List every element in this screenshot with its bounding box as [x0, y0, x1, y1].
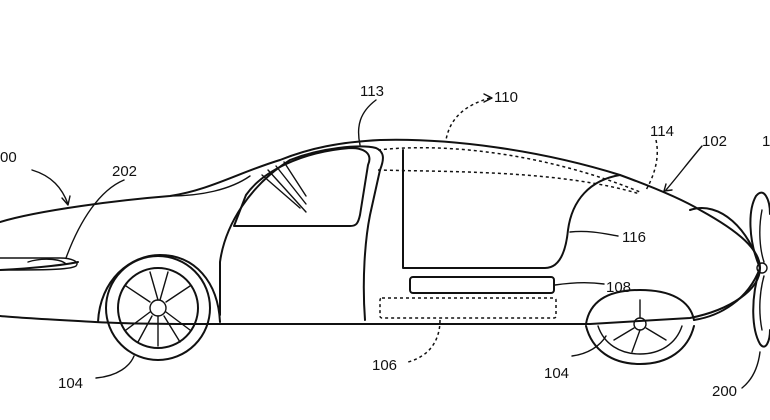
- label-body: 102: [702, 133, 727, 150]
- label-side-panel: 108: [606, 279, 631, 296]
- hood-line: [169, 175, 251, 197]
- rear-wheel: [585, 289, 695, 365]
- arrowhead-102: [663, 183, 673, 192]
- label-cut: 1: [762, 133, 770, 150]
- leader-202: [65, 179, 125, 259]
- headlight: [0, 257, 78, 271]
- front-window: [233, 147, 371, 227]
- label-door-frame: 113: [360, 83, 384, 100]
- window-hatch: [261, 161, 307, 213]
- vehicle-body-outline: [0, 138, 761, 325]
- canopy-dashed-lower: [377, 169, 641, 195]
- label-propeller: 200: [712, 383, 737, 400]
- propeller: [749, 191, 770, 348]
- leader-116: [569, 230, 619, 237]
- leader-102: [665, 145, 703, 191]
- side-panel: [409, 276, 555, 294]
- front-wheel: [97, 254, 221, 361]
- label-wheel-front: 104: [58, 375, 83, 392]
- leader-104-front: [95, 355, 135, 379]
- label-canopy: 110: [494, 89, 518, 106]
- arrowhead-110: [483, 93, 493, 103]
- leader-110: [445, 97, 491, 141]
- label-rear-edge: 114: [650, 123, 674, 140]
- leader-113: [357, 99, 377, 146]
- label-rear-window-edge: 116: [622, 229, 646, 246]
- leader-00: [31, 169, 69, 205]
- leader-106: [407, 319, 441, 363]
- front-door: [219, 145, 384, 321]
- label-vehicle: 00: [0, 149, 17, 166]
- leader-200: [741, 351, 761, 389]
- arrowhead-00: [61, 195, 71, 206]
- label-headlight: 202: [112, 163, 137, 180]
- rear-door: [402, 149, 621, 269]
- leader-108: [554, 281, 605, 286]
- leader-114: [645, 139, 658, 191]
- label-underfloor: 106: [372, 357, 397, 374]
- leader-104-rear: [571, 335, 607, 357]
- underfloor-compartment: [379, 297, 557, 319]
- label-wheel-rear: 104: [544, 365, 569, 382]
- canopy-dashed-upper: [377, 146, 641, 193]
- headlight-inner: [27, 258, 67, 265]
